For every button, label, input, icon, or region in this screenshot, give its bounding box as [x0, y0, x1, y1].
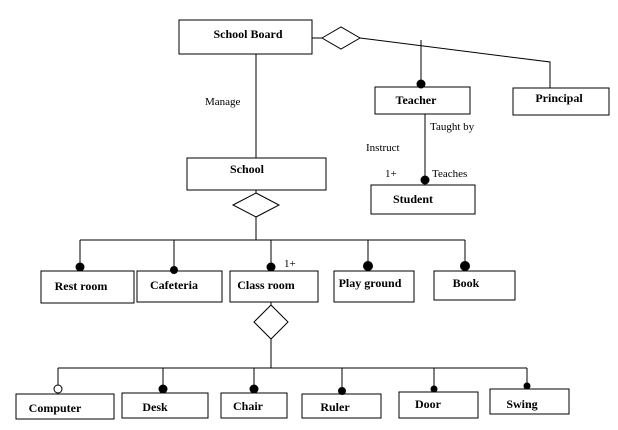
student-dot — [420, 175, 430, 185]
desk-label: Desk — [142, 400, 168, 414]
class-room-dot — [266, 262, 276, 272]
chair-dot — [249, 384, 259, 394]
door-dot — [430, 385, 438, 393]
entity-play-ground: Play ground — [333, 270, 415, 303]
school-board-label: School Board — [213, 27, 282, 41]
school-label: School — [230, 162, 265, 176]
entity-swing: Swing — [489, 388, 570, 415]
entity-class-room: Class room — [229, 270, 319, 303]
door-label: Door — [415, 397, 442, 411]
desk-dot — [158, 384, 168, 394]
rest-room-label: Rest room — [55, 279, 108, 293]
entity-school: School — [186, 157, 327, 191]
manage-label: Manage — [205, 96, 241, 108]
entity-desk: Desk — [121, 392, 209, 419]
book-dot — [460, 261, 470, 271]
entity-principal: Principal — [512, 87, 610, 116]
teacher-dot — [416, 79, 426, 89]
computer-label: Computer — [29, 401, 82, 415]
entity-cafeteria: Cafeteria — [136, 270, 223, 303]
ruler-dot — [338, 387, 346, 395]
ruler-label: Ruler — [320, 400, 350, 414]
connectors — [57, 37, 551, 391]
entity-chair: Chair — [220, 392, 288, 419]
swing-dot — [523, 382, 531, 390]
cafeteria-label: Cafeteria — [150, 278, 198, 292]
book-label: Book — [453, 276, 480, 290]
cafeteria-dot — [170, 266, 178, 274]
entity-rest-room: Rest room — [40, 270, 135, 304]
play-ground-label: Play ground — [339, 276, 402, 290]
class-room-label: Class room — [237, 278, 294, 292]
entity-computer: Computer — [15, 393, 115, 420]
principal-label: Principal — [535, 91, 583, 105]
student-label: Student — [393, 192, 433, 206]
entity-student: Student — [370, 184, 476, 215]
entity-school-board: School Board — [178, 19, 313, 55]
endpoint-dots — [53, 79, 531, 395]
computer-hollow-dot — [53, 384, 63, 394]
student-multiplicity: 1+ — [385, 168, 397, 180]
chair-label: Chair — [233, 399, 264, 413]
teaches-label: Teaches — [432, 168, 467, 180]
entity-book: Book — [433, 270, 516, 301]
instruct-label: Instruct — [366, 142, 400, 154]
classroom-multiplicity: 1+ — [284, 258, 296, 270]
diamond-principal-line — [359, 37, 551, 88]
play-ground-dot — [363, 261, 373, 271]
board-diamond — [321, 26, 361, 50]
school-diamond — [231, 192, 281, 218]
swing-label: Swing — [506, 397, 537, 411]
rest-room-dot — [75, 262, 85, 272]
classroom-diamond — [253, 304, 289, 340]
taught-by-label: Taught by — [430, 121, 475, 133]
teacher-label: Teacher — [396, 93, 438, 107]
entity-teacher: Teacher — [374, 86, 471, 115]
entity-ruler: Ruler — [301, 393, 382, 419]
entity-door: Door — [398, 391, 479, 419]
